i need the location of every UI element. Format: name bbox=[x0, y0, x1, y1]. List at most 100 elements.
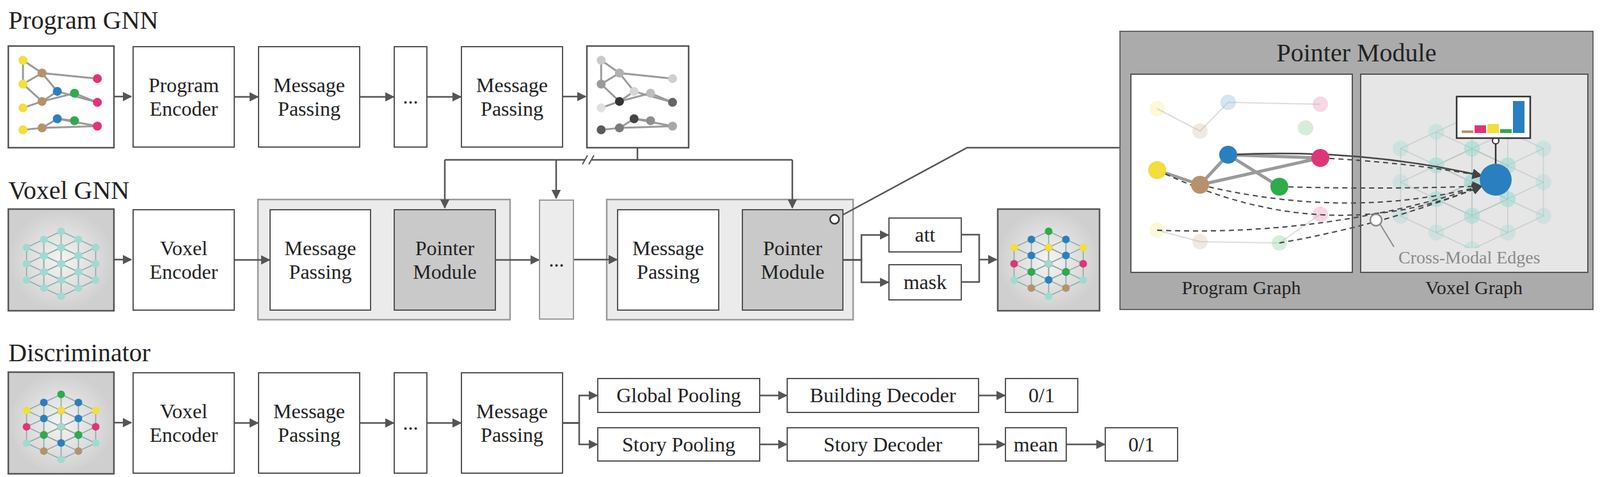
connector bbox=[843, 260, 889, 283]
node-label: Story Decoder bbox=[819, 433, 947, 457]
process-box: 0/1 bbox=[1104, 427, 1179, 463]
process-box: Story Pooling bbox=[597, 427, 761, 463]
connector bbox=[234, 422, 258, 425]
voxel-graph-icon bbox=[8, 372, 114, 475]
wire bbox=[979, 259, 997, 262]
node-label: Message Passing bbox=[259, 73, 360, 121]
process-box: att bbox=[888, 217, 962, 253]
process-box: mask bbox=[888, 264, 962, 301]
wire bbox=[42, 126, 98, 128]
connector bbox=[563, 396, 598, 424]
process-box: Message Passing bbox=[269, 209, 372, 312]
wire bbox=[1228, 154, 1321, 159]
node-label: Pointer Module bbox=[1272, 38, 1441, 68]
wire bbox=[619, 126, 673, 128]
connector bbox=[360, 422, 394, 425]
wire bbox=[563, 96, 586, 98]
node-label: Message Passing bbox=[259, 400, 360, 448]
pointer-illustration bbox=[1148, 94, 1552, 258]
connector bbox=[1066, 444, 1105, 447]
process-box: Voxel Encoder bbox=[132, 209, 235, 312]
connector bbox=[234, 259, 270, 262]
process-box: Story Decoder bbox=[786, 427, 980, 463]
connector bbox=[360, 96, 394, 98]
panel-fill bbox=[1130, 73, 1353, 274]
process-box: Message Passing bbox=[460, 372, 564, 475]
wire bbox=[1228, 154, 1280, 187]
node-label: Pointer Module bbox=[394, 236, 495, 285]
wire bbox=[1157, 102, 1321, 132]
section-title: Voxel GNN bbox=[6, 176, 132, 205]
connector bbox=[427, 422, 461, 425]
process-box: Pointer Module bbox=[393, 209, 496, 312]
node-label: Global Pooling bbox=[612, 384, 745, 408]
program-graph-icon bbox=[586, 46, 689, 148]
connector bbox=[234, 96, 258, 98]
wire bbox=[1157, 214, 1321, 244]
process-box: ... bbox=[538, 199, 575, 320]
wire bbox=[636, 147, 639, 160]
node-label: mask bbox=[899, 270, 952, 295]
node-label: Message Passing bbox=[462, 400, 562, 448]
wire bbox=[555, 160, 558, 199]
layer-group bbox=[257, 199, 511, 320]
connector bbox=[760, 444, 787, 447]
panel-fill bbox=[1119, 30, 1594, 311]
connector bbox=[843, 235, 889, 261]
process-box: 0/1 bbox=[1004, 378, 1079, 414]
node-label: Message Passing bbox=[618, 236, 719, 285]
process-box: Voxel Encoder bbox=[132, 372, 235, 475]
connector bbox=[979, 444, 1005, 447]
wire bbox=[113, 96, 132, 98]
panel-fill bbox=[1360, 73, 1589, 274]
wire bbox=[961, 234, 980, 283]
process-box: Message Passing bbox=[257, 372, 361, 475]
wire bbox=[113, 422, 132, 425]
connector bbox=[760, 394, 787, 397]
node-label: att bbox=[911, 223, 940, 248]
wire bbox=[619, 72, 673, 79]
node-label: Program Graph bbox=[1131, 277, 1352, 300]
connector bbox=[979, 394, 1005, 397]
node-label: Message Passing bbox=[462, 73, 562, 121]
node-label: 0/1 bbox=[1124, 433, 1159, 457]
node-label: Building Decoder bbox=[805, 384, 960, 408]
wire bbox=[791, 160, 794, 208]
process-box: Pointer Module bbox=[741, 209, 844, 312]
node-label: 0/1 bbox=[1024, 384, 1059, 408]
wire bbox=[42, 72, 98, 79]
node-label: Voxel Encoder bbox=[133, 236, 234, 285]
voxel-graph-icon bbox=[8, 209, 114, 312]
node-label: ... bbox=[399, 85, 423, 109]
leader-dot bbox=[830, 215, 840, 224]
module-panel: Pointer ModuleProgram Graph Voxel Graph bbox=[1119, 30, 1594, 311]
connector bbox=[834, 147, 1120, 220]
wire bbox=[588, 155, 594, 165]
node-label: Voxel Encoder bbox=[133, 400, 234, 448]
node-label: Voxel Graph bbox=[1361, 277, 1588, 300]
section-title: Program GNN bbox=[6, 6, 160, 35]
graph-panel: Voxel Graph bbox=[1360, 73, 1589, 274]
wire bbox=[113, 259, 132, 262]
voxel-graph-icon bbox=[997, 209, 1100, 312]
process-box: mean bbox=[1004, 427, 1067, 463]
wire bbox=[444, 159, 793, 162]
callout-label: Cross-Modal Edges bbox=[1396, 248, 1543, 269]
wire bbox=[444, 160, 447, 208]
node-label: Pointer Module bbox=[743, 236, 843, 285]
wire bbox=[1379, 224, 1394, 248]
layer-group bbox=[606, 199, 854, 320]
process-box: Message Passing bbox=[616, 209, 720, 312]
node-label: Story Pooling bbox=[618, 433, 740, 457]
node-label: Program Encoder bbox=[133, 73, 234, 121]
connector bbox=[574, 259, 617, 262]
node-label: Message Passing bbox=[270, 236, 370, 285]
node-label: mean bbox=[1009, 433, 1062, 457]
program-graph-icon bbox=[8, 46, 114, 148]
section-title: Discriminator bbox=[6, 339, 153, 368]
process-box: Program Encoder bbox=[132, 46, 235, 148]
process-box: Message Passing bbox=[257, 46, 361, 148]
wire bbox=[582, 155, 588, 165]
connector bbox=[427, 96, 461, 98]
